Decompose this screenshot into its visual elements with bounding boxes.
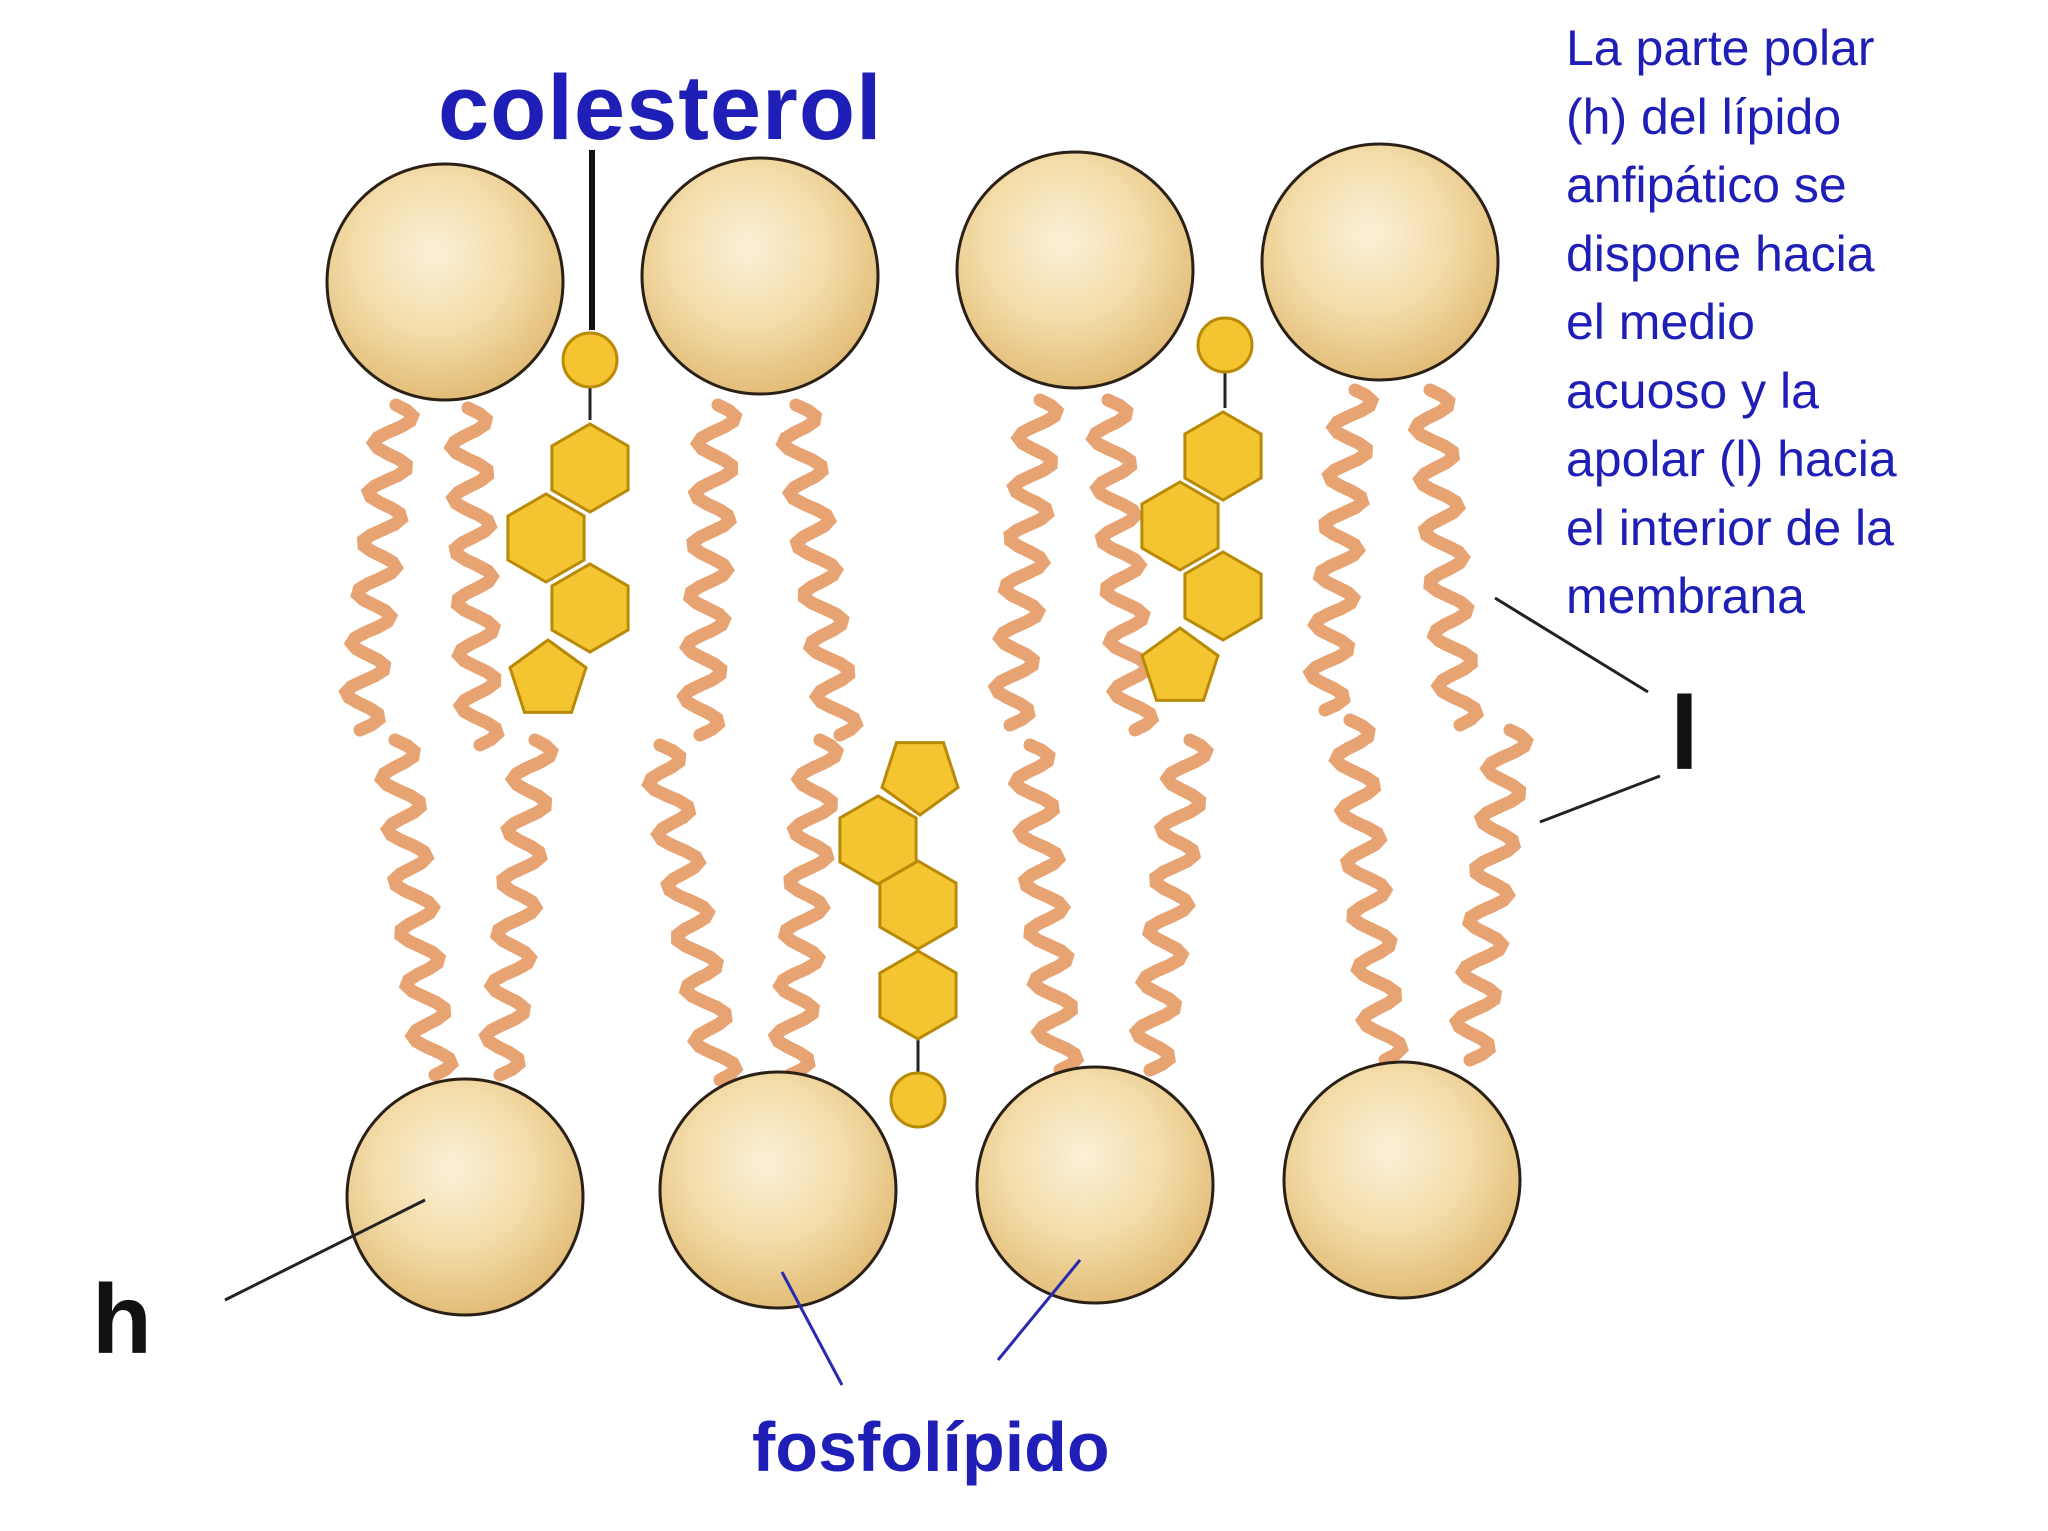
description-line: acuoso y la <box>1566 357 2036 426</box>
steroid-ring <box>1142 482 1218 570</box>
fatty-acid-tail <box>783 405 856 735</box>
fosfolipido-label: fosfolípido <box>752 1412 1110 1482</box>
fatty-acid-tail <box>486 740 551 1075</box>
description-line: el interior de la <box>1566 494 2036 563</box>
fatty-acid-tail <box>451 408 497 745</box>
fatty-acid-tail <box>1311 390 1372 710</box>
steroid-ring <box>1142 628 1218 700</box>
fatty-acid-tail <box>1016 745 1077 1070</box>
phospholipid-head <box>977 1067 1213 1303</box>
l-pointer-line <box>1540 776 1660 822</box>
apolar-tail-label: l <box>1670 682 1699 786</box>
steroid-ring <box>510 640 586 712</box>
steroid-ring <box>508 494 584 582</box>
description-line: anfipático se <box>1566 151 2036 220</box>
cholesterol-molecule-middle <box>840 743 958 1127</box>
fatty-acid-tail <box>996 400 1057 725</box>
steroid-ring <box>1185 412 1261 500</box>
fatty-acid-tail <box>382 740 452 1075</box>
description-line: (h) del lípido <box>1566 83 2036 152</box>
fatty-acid-tail <box>1093 400 1152 730</box>
cholesterol-molecule-right <box>1142 318 1261 700</box>
description-line: el medio <box>1566 288 2036 357</box>
hydroxyl-group <box>563 333 617 387</box>
steroid-ring <box>552 564 628 652</box>
steroid-ring <box>552 424 628 512</box>
description-line: membrana <box>1566 562 2036 631</box>
phospholipid-head <box>660 1072 896 1308</box>
phospholipid-head <box>1284 1062 1520 1298</box>
cholesterol-molecule-left <box>508 333 628 712</box>
fatty-acid-tail <box>684 405 735 735</box>
fatty-acid-tail <box>649 745 736 1080</box>
fatty-acid-tail <box>346 405 412 730</box>
description-text: La parte polar (h) del lípido anfipático… <box>1566 14 2036 631</box>
hydroxyl-group <box>1198 318 1252 372</box>
hydroxyl-group <box>891 1073 945 1127</box>
phospholipid-head <box>957 152 1193 388</box>
steroid-ring <box>880 951 956 1039</box>
description-line: dispone hacia <box>1566 220 2036 289</box>
polar-heads <box>327 144 1520 1315</box>
steroid-ring <box>1185 552 1261 640</box>
fatty-acid-tail <box>1137 740 1207 1070</box>
polar-head-label: h <box>92 1270 152 1368</box>
description-line: apolar (l) hacia <box>1566 425 2036 494</box>
fatty-acid-tail <box>1336 720 1401 1060</box>
description-line: La parte polar <box>1566 14 2036 83</box>
fatty-acid-tail <box>1457 730 1527 1060</box>
phospholipid-head <box>642 158 878 394</box>
phospholipid-head <box>347 1079 583 1315</box>
fatty-acid-tail <box>776 740 837 1075</box>
phospholipid-head <box>1262 144 1498 380</box>
colesterol-label: colesterol <box>438 62 883 154</box>
phospholipid-head <box>327 164 563 400</box>
fatty-acid-tail <box>1416 390 1477 725</box>
